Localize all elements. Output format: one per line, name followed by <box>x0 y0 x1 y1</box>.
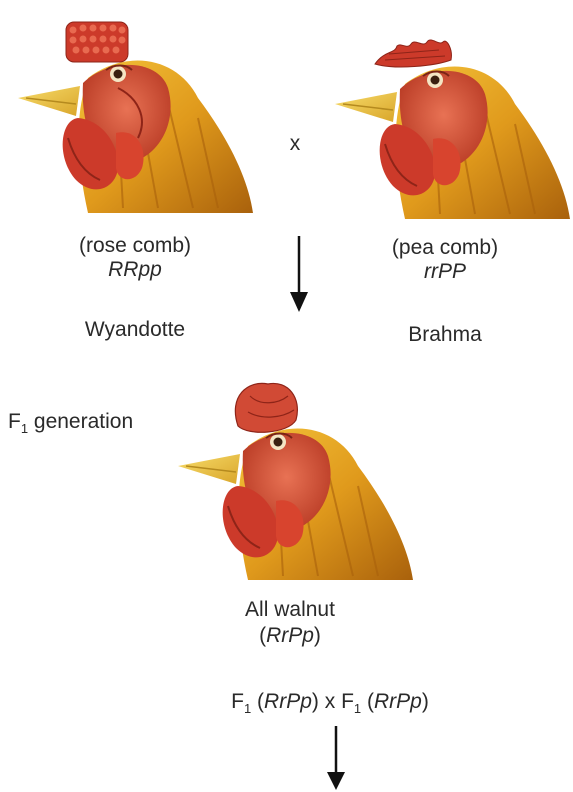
right-breed-label: Brahma <box>370 323 520 347</box>
down-arrow-parents-to-f1 <box>288 236 310 314</box>
f1-generation-label: F1 generation <box>8 410 133 441</box>
f1-cross-line: F1 (RrPp) x F1 (RrPp) <box>150 690 510 721</box>
cross-symbol-f1: x <box>325 690 336 713</box>
f1-genotype-label: (RrPp) <box>220 624 360 648</box>
right-genotype-label: rrPP <box>370 260 520 284</box>
cross-left-parent: F1 (RrPp) <box>231 690 319 713</box>
right-phenotype-label: (pea comb) <box>370 236 520 260</box>
down-arrow-f1-to-f2 <box>325 726 347 792</box>
left-breed-label: Wyandotte <box>60 318 210 342</box>
cross-right-parent: F1 (RrPp) <box>341 690 429 713</box>
left-genotype-label: RRpp <box>60 258 210 282</box>
pea-comb-rooster-illustration <box>335 20 573 220</box>
cross-symbol: x <box>283 132 307 156</box>
f1-phenotype-label: All walnut <box>220 598 360 622</box>
rose-comb-rooster-illustration <box>18 8 258 218</box>
left-phenotype-label: (rose comb) <box>60 234 210 258</box>
walnut-comb-rooster-illustration <box>178 376 418 581</box>
